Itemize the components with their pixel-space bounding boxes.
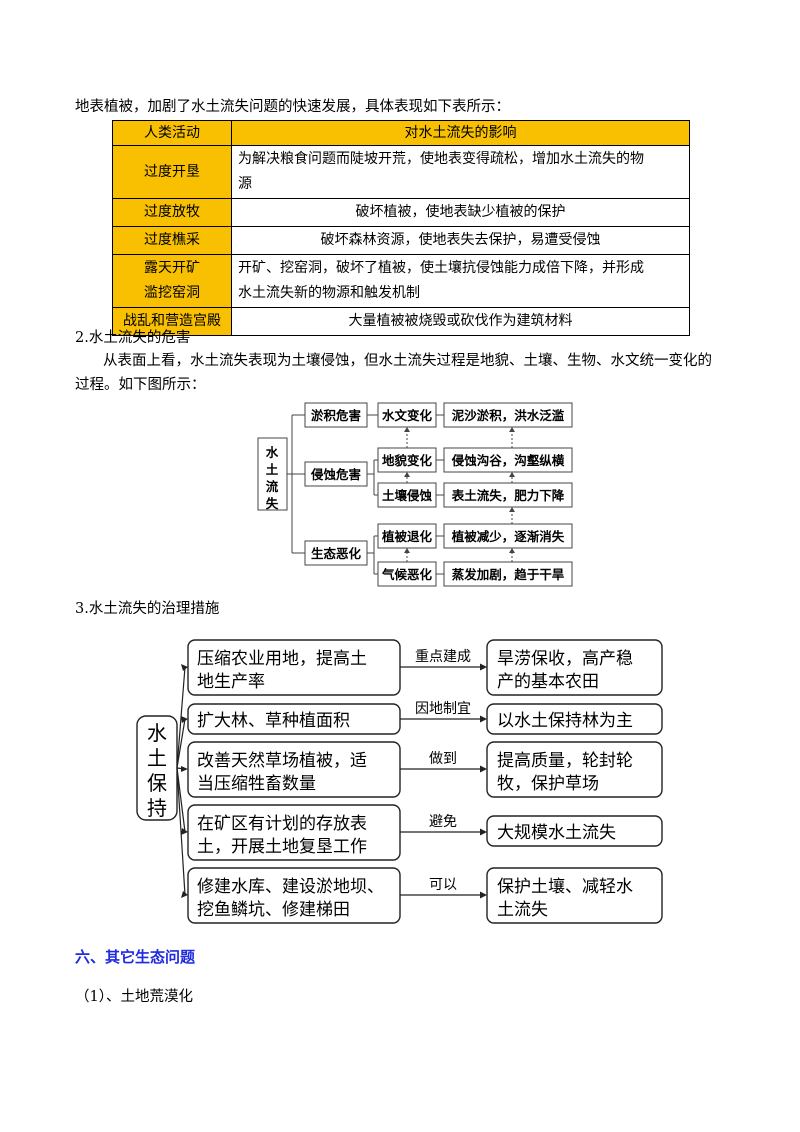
section2-para-line: 从表面上看，水土流失表现为土壤侵蚀，但水土流失过程是地貌、土壤、生物、水文统一变… (103, 353, 712, 369)
subsection-title: （1）、土地荒漠化 (75, 989, 193, 1005)
activity-cell: 战乱和营造宫殿 (112, 307, 232, 336)
result-label: 大规模水土流失 (497, 823, 616, 843)
effect-label: 植被减少，逐渐消失 (451, 529, 565, 544)
diagram2-root-char: 水 (147, 721, 167, 745)
effect-label: 侵蚀沟谷，沟壑纵横 (451, 453, 565, 468)
effect-box (443, 402, 573, 428)
diagram1-root-char: 土 (266, 462, 279, 477)
activity-line: 滥挖窑洞 (144, 285, 200, 301)
result-label: 保护土壤、减轻水 (497, 876, 633, 897)
effect-label: 表土流失，肥力下降 (451, 488, 565, 503)
result-label: 以水土保持林为主 (497, 711, 633, 731)
measure-label: 扩大林、草种植面积 (197, 711, 350, 731)
result-label: 提高质量，轮封轮 (497, 751, 633, 771)
connector-label: 避免 (429, 814, 457, 830)
measure-label: 压缩农业用地，提高土 (197, 649, 367, 669)
measure-label: 改善天然草场植被，适 (197, 751, 367, 771)
table-row: 露天开矿 滥挖窑洞 开矿、挖窑洞，破坏了植被，使土壤抗侵蚀能力成倍下降，并形成 … (112, 254, 690, 308)
change-label: 气候恶化 (381, 567, 433, 582)
section2-title: 2.水土流失的危害 (75, 330, 191, 346)
change-label: 土壤侵蚀 (382, 488, 433, 503)
conservation-diagram: 水 土 保 持 压缩农业用地，提高土 地生产率 扩大林、草种植面积 改善天然草场… (136, 639, 663, 924)
result-box (486, 741, 663, 798)
connector-label: 重点建成 (415, 649, 471, 665)
effect-line: 开矿、挖窑洞，破坏了植被，使土壤抗侵蚀能力成倍下降，并形成 (238, 260, 644, 276)
effect-box (443, 482, 573, 508)
measure-label: 土，开展土地复垦工作 (197, 837, 367, 857)
table-row: 过度放牧 破坏植被，使地表缺少植被的保护 (112, 198, 690, 227)
effect-box (443, 561, 573, 587)
section3-title: 3.水土流失的治理措施 (75, 601, 220, 617)
effect-label: 泥沙淤积，洪水泛滥 (452, 408, 565, 423)
result-label: 牧，保护草场 (497, 774, 599, 794)
effect-cell: 大量植被被烧毁或砍伐作为建筑材料 (231, 307, 690, 336)
measure-label: 在矿区有计划的存放表 (197, 814, 367, 834)
table-row: 过度开垦 为解决粮食问题而陡坡开荒，使地表变得疏松，增加水土流失的物 源 (112, 145, 690, 199)
activity-line: 露天开矿 (144, 260, 200, 276)
diagram1-root-char: 水 (266, 445, 279, 460)
connector-label: 因地制宜 (415, 701, 471, 717)
section6-heading: 六、其它生态问题 (75, 948, 196, 966)
effect-cell: 为解决粮食问题而陡坡开荒，使地表变得疏松，增加水土流失的物 源 (231, 145, 690, 199)
hazard-diagram: 水 土 流 失 淤积危害 侵蚀危害 生态恶化 水文变化 地貌变化 土壤侵蚀 植被… (257, 402, 573, 587)
connector-label: 可以 (429, 877, 457, 893)
effect-cell: 破坏植被，使地表缺少植被的保护 (231, 198, 690, 227)
change-label: 水文变化 (382, 408, 433, 423)
result-box (486, 639, 663, 696)
effect-line: 水土流失新的物源和触发机制 (238, 285, 420, 301)
measure-label: 修建水库、建设淤地坝、 (197, 877, 384, 897)
effect-cell: 开矿、挖窑洞，破坏了植被，使土壤抗侵蚀能力成倍下降，并形成 水土流失新的物源和触… (231, 254, 690, 308)
effect-line: 为解决粮食问题而陡坡开荒，使地表变得疏松，增加水土流失的物 (238, 151, 644, 167)
result-box (486, 815, 663, 847)
diagram1-root-char: 流 (266, 479, 279, 494)
category-label: 侵蚀危害 (310, 467, 361, 482)
result-label: 土流失 (497, 900, 548, 920)
measure-label: 地生产率 (197, 672, 265, 692)
diagram2-root-char: 持 (147, 796, 167, 820)
activity-cell: 过度放牧 (112, 198, 232, 227)
category-label: 淤积危害 (311, 408, 361, 423)
table-row: 战乱和营造宫殿 大量植被被烧毁或砍伐作为建筑材料 (112, 307, 690, 336)
connector-label: 做到 (429, 751, 457, 767)
measure-label: 挖鱼鳞坑、修建梯田 (197, 900, 350, 920)
change-label: 地貌变化 (382, 453, 433, 468)
diagram2-root-char: 保 (147, 771, 167, 795)
measure-label: 当压缩牲畜数量 (197, 774, 316, 794)
effect-line: 源 (238, 176, 252, 192)
result-box (486, 867, 663, 924)
intro-text: 地表植被，加剧了水土流失问题的快速发展，具体表现如下表所示： (75, 99, 510, 115)
activity-cell: 过度开垦 (112, 145, 232, 199)
change-label: 植被退化 (381, 529, 433, 544)
section2-para-line: 过程。如下图所示： (75, 377, 206, 393)
category-label: 生态恶化 (311, 546, 362, 561)
effect-box (443, 447, 573, 473)
diagram1-root-char: 失 (266, 496, 279, 511)
effect-box (443, 523, 573, 549)
effect-label: 蒸发加剧，趋于干旱 (452, 567, 565, 582)
impact-table: 人类活动 对水土流失的影响 过度开垦 为解决粮食问题而陡坡开荒，使地表变得疏松，… (112, 120, 690, 336)
result-label: 产的基本农田 (497, 672, 599, 692)
table-header-row: 人类活动 对水土流失的影响 (112, 120, 690, 146)
diagram2-root-char: 土 (147, 746, 167, 770)
activity-cell: 过度樵采 (112, 226, 232, 255)
result-label: 旱涝保收，高产稳 (497, 649, 633, 669)
table-header: 对水土流失的影响 (231, 120, 690, 146)
